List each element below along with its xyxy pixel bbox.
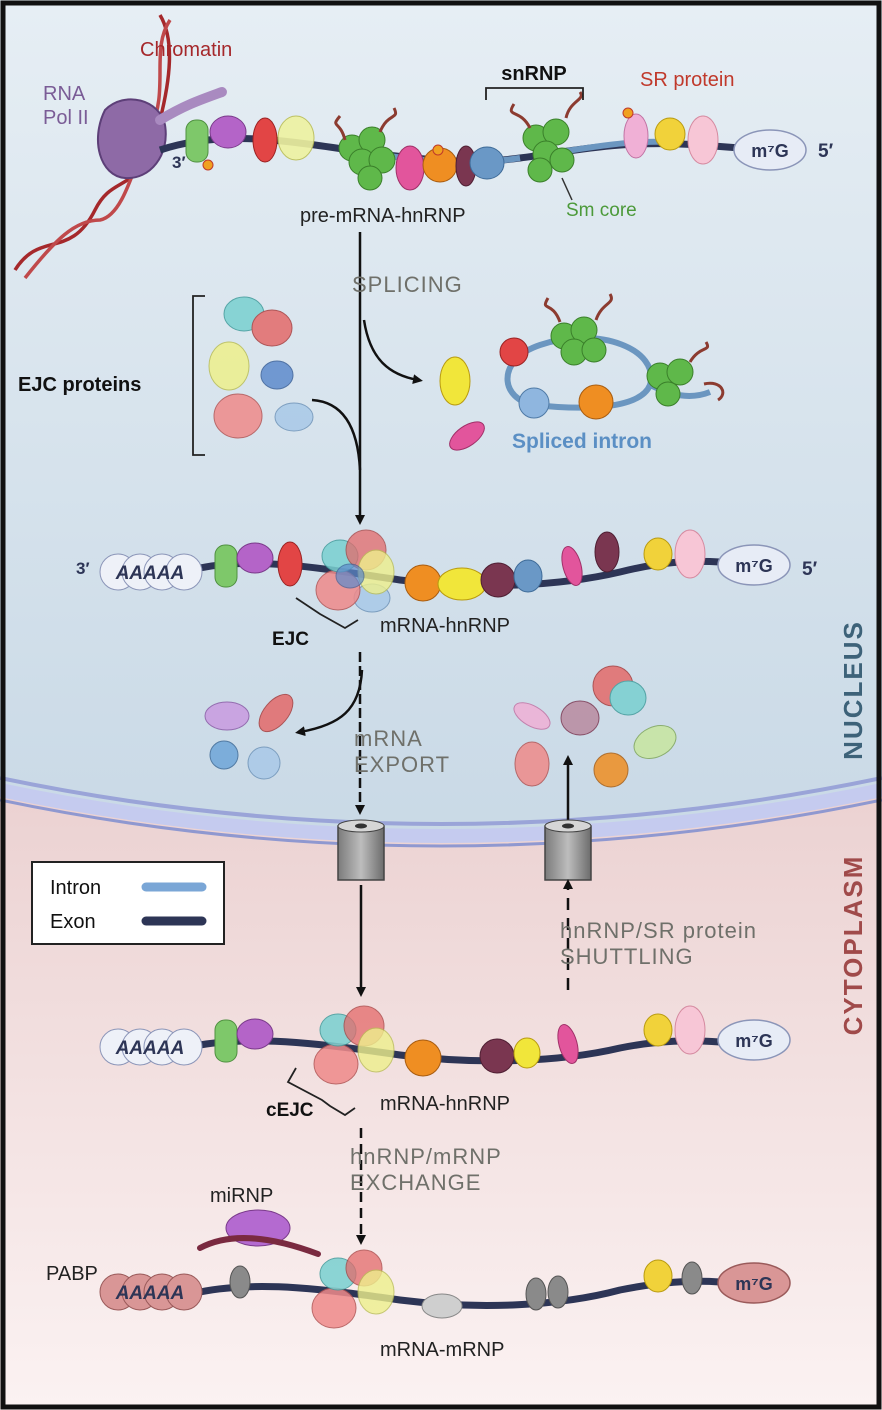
- snrnp-label: snRNP: [501, 63, 567, 85]
- mrnp-proteins: [229, 1249, 703, 1329]
- nuclear-pore-left: [337, 819, 385, 881]
- nuclear-envelope-inner: [0, 798, 882, 848]
- ejc-pointer: [295, 597, 359, 630]
- mrna-cytoplasm-proteins: [214, 1005, 706, 1085]
- mrna-hnrnp-label-1: mRNA-hnRNP: [380, 615, 510, 637]
- cap-4: [717, 1262, 791, 1304]
- cejc-label: cEJC: [266, 1100, 314, 1121]
- polya-1-label: AAAAA: [115, 563, 185, 584]
- exchange-label-2: EXCHANGE: [350, 1170, 481, 1195]
- pabp-label: PABP: [46, 1263, 98, 1285]
- cap-1: [733, 129, 807, 171]
- mrna-mrnp-label: mRNA-mRNP: [380, 1339, 504, 1361]
- pre-mrna-proteins: [185, 113, 719, 191]
- mirnp: [197, 1209, 321, 1257]
- nuclear-pore-right: [544, 819, 592, 881]
- cap-1-label: m⁷G: [751, 141, 788, 161]
- sr-protein-label: SR protein: [640, 69, 735, 91]
- sm-core-label: Sm core: [566, 200, 637, 221]
- released-proteins-left: [204, 693, 294, 780]
- dna-helix: [13, 14, 172, 280]
- pre-mrna-3prime: 3′: [172, 153, 186, 172]
- sm-core-pointer: [561, 177, 573, 201]
- nucleus-region: [0, 0, 882, 840]
- mirnp-label: miRNP: [210, 1185, 273, 1207]
- cap-3: [717, 1019, 791, 1061]
- rna-pol-label-1: RNA: [43, 83, 86, 105]
- nuclear-envelope-outer: [0, 776, 882, 826]
- polya-tail-1: [99, 553, 203, 591]
- released-proteins-right: [513, 665, 677, 788]
- exchange-label-1: hnRNP/mRNP: [350, 1144, 502, 1169]
- mrna-5prime: 5′: [802, 559, 818, 580]
- shuttling-label-1: hnRNP/SR protein: [560, 918, 757, 943]
- polya-tail-2: [99, 1028, 203, 1066]
- cejc-pointer: [286, 1067, 356, 1117]
- cap-2-label: m⁷G: [735, 556, 772, 576]
- mrna-3prime: 3′: [76, 559, 90, 578]
- nuclear-envelope: [0, 783, 882, 843]
- snrnp-cluster-2: [509, 91, 583, 183]
- ejc-proteins-label: EJC proteins: [18, 374, 141, 396]
- cap-2: [717, 544, 791, 586]
- ejc-proteins-bracket: [192, 295, 205, 456]
- pre-mrna-hnrnp-label: pre-mRNA-hnRNP: [300, 205, 466, 227]
- pabp-tail: [99, 1273, 203, 1311]
- mrna-hnrnp-label-2: mRNA-hnRNP: [380, 1093, 510, 1115]
- chromatin-label: Chromatin: [140, 39, 232, 61]
- splicing-label: SPLICING: [352, 272, 463, 297]
- legend-exon-label: Exon: [50, 911, 96, 933]
- spliced-intron-label: Spliced intron: [512, 430, 652, 453]
- cytoplasm-label: CYTOPLASM: [838, 855, 868, 1036]
- legend-intron-label: Intron: [50, 877, 101, 899]
- pre-mrna-5prime: 5′: [818, 141, 834, 162]
- snrnp-cluster-1: [334, 107, 397, 191]
- cap-4-label: m⁷G: [735, 1274, 772, 1294]
- release-arrow: [295, 669, 364, 737]
- rna-pol-label-2: Pol II: [43, 107, 89, 129]
- mrna-export-label-2: EXPORT: [354, 752, 450, 777]
- splicing-branch-arrow: [362, 319, 423, 385]
- mrna-export-label-1: mRNA: [354, 726, 423, 751]
- ejc-protein-pool: [208, 296, 314, 439]
- shuttling-label-2: SHUTTLING: [560, 944, 694, 969]
- snrnp-bracket: [485, 87, 584, 100]
- nucleus-label: NUCLEUS: [838, 620, 868, 760]
- legend: Intron Exon: [31, 861, 225, 945]
- spliced-intron-lariat: [439, 293, 725, 451]
- polya-3-label: AAAAA: [115, 1283, 185, 1304]
- mrna-nucleus-proteins: [214, 529, 706, 613]
- ejc-label: EJC: [272, 629, 309, 650]
- sr-star-icon: [202, 107, 634, 171]
- polya-2-label: AAAAA: [115, 1038, 185, 1059]
- cap-3-label: m⁷G: [735, 1031, 772, 1051]
- ejc-join-arrow: [311, 398, 362, 471]
- rna-pol-ii: [96, 87, 227, 180]
